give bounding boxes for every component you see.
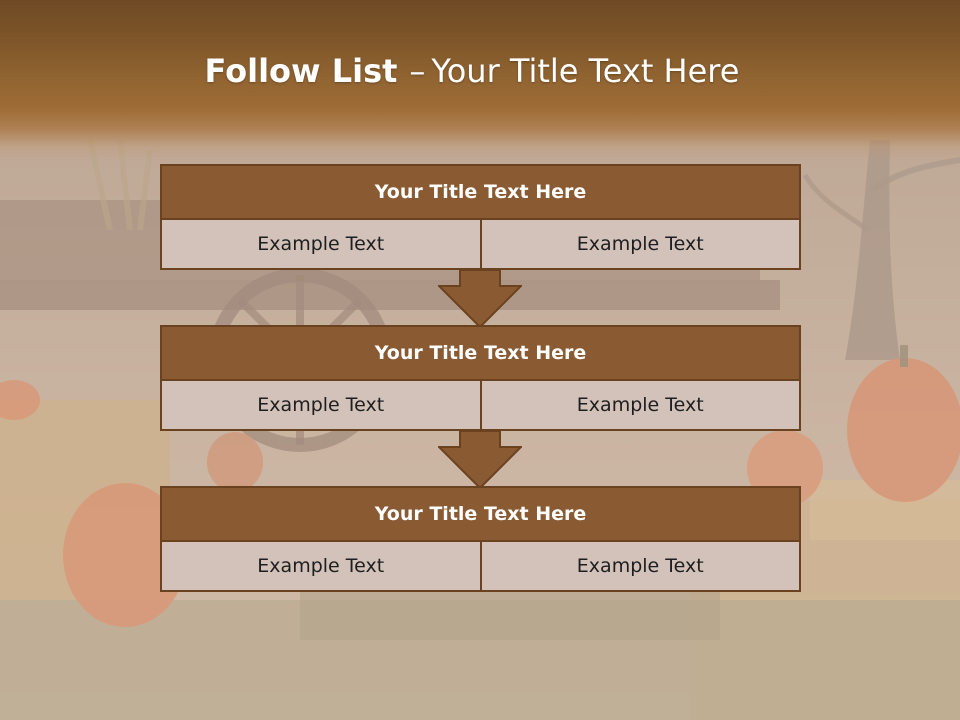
block-cell-right: Example Text xyxy=(481,220,801,270)
slide-title-bold: Follow List xyxy=(204,52,398,90)
header-band xyxy=(0,0,960,160)
block-cell-right: Example Text xyxy=(481,542,801,592)
block-cell-right: Example Text xyxy=(481,381,801,431)
slide-title-dash: – xyxy=(409,52,426,90)
slide-title: Follow List–Your Title Text Here xyxy=(0,52,944,90)
block-title: Your Title Text Here xyxy=(160,164,801,220)
flow-block-3: Your Title Text Here Example Text Exampl… xyxy=(160,486,801,592)
down-arrow-icon xyxy=(438,270,522,328)
block-title: Your Title Text Here xyxy=(160,325,801,381)
block-cell-left: Example Text xyxy=(160,220,482,270)
block-cell-left: Example Text xyxy=(160,542,482,592)
down-arrow-icon xyxy=(438,431,522,489)
block-row: Example Text Example Text xyxy=(160,381,801,431)
slide-title-rest: Your Title Text Here xyxy=(431,52,740,90)
block-row: Example Text Example Text xyxy=(160,542,801,592)
flow-block-2: Your Title Text Here Example Text Exampl… xyxy=(160,325,801,431)
flow-block-1: Your Title Text Here Example Text Exampl… xyxy=(160,164,801,270)
block-cell-left: Example Text xyxy=(160,381,482,431)
block-title: Your Title Text Here xyxy=(160,486,801,542)
block-row: Example Text Example Text xyxy=(160,220,801,270)
